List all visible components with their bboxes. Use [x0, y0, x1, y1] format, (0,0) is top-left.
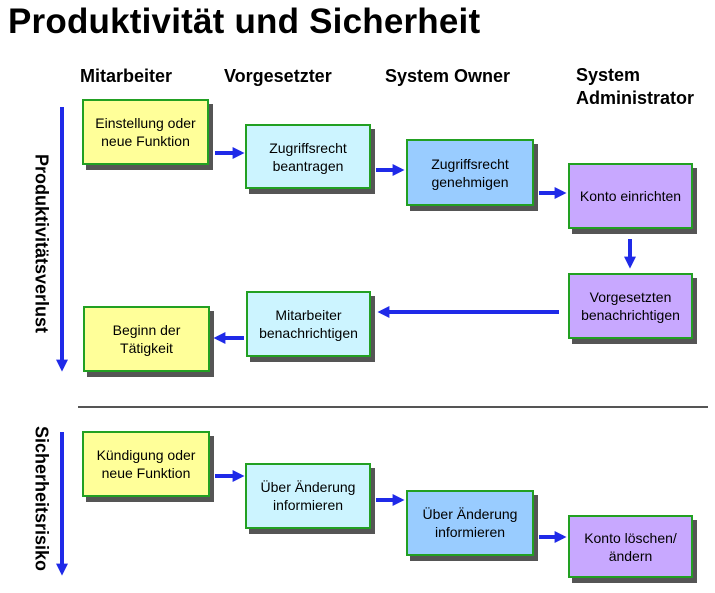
box-zugriffsrecht-beantragen: Zugriffsrecht beantragen — [245, 124, 371, 189]
box-vorgesetzten-benachrichtigen: Vorgesetzten benachrichtigen — [568, 273, 693, 339]
column-header-system-administrator-line2: Administrator — [576, 88, 695, 108]
box-ueber-aenderung-system-owner: Über Änderung informieren — [406, 490, 534, 556]
column-header-system-administrator-line1: System — [576, 65, 641, 85]
column-header-system-owner: System Owner — [385, 66, 511, 86]
box-konto-loeschen-aendern: Konto löschen/ändern — [568, 515, 693, 578]
section-divider — [78, 406, 708, 408]
box-einstellung: Einstellung oder neue Funktion — [82, 99, 209, 165]
box-konto-einrichten: Konto einrichten — [568, 163, 693, 229]
column-header-vorgesetzter: Vorgesetzter — [224, 66, 332, 86]
box-zugriffsrecht-genehmigen: Zugriffsrecht genehmigen — [406, 139, 534, 206]
box-mitarbeiter-benachrichtigen: Mitarbeiter benachrichtigen — [246, 291, 371, 357]
box-kuendigung: Kündigung oder neue Funktion — [82, 431, 210, 497]
column-header-mitarbeiter: Mitarbeiter — [80, 66, 173, 86]
page-title: Produktivität und Sicherheit — [8, 2, 481, 41]
box-ueber-aenderung-vorgesetzter: Über Änderung informieren — [245, 463, 371, 529]
column-header-system-administrator: System Administrator — [576, 64, 694, 110]
box-beginn-der-taetigkeit: Beginn der Tätigkeit — [83, 306, 210, 372]
